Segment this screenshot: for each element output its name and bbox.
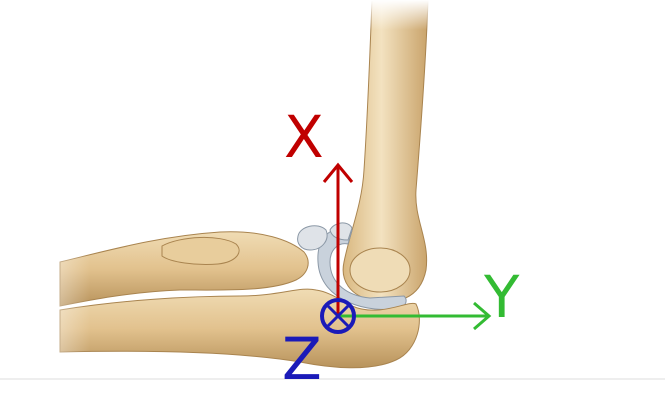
y-axis-label: Y	[484, 268, 519, 326]
elbow-axes-diagram: X Y Z	[0, 0, 665, 385]
x-axis-label: X	[284, 108, 324, 166]
z-axis-label: Z	[282, 330, 322, 388]
elbow-bone-illustration	[0, 0, 665, 385]
humerus-bone	[343, 0, 428, 302]
